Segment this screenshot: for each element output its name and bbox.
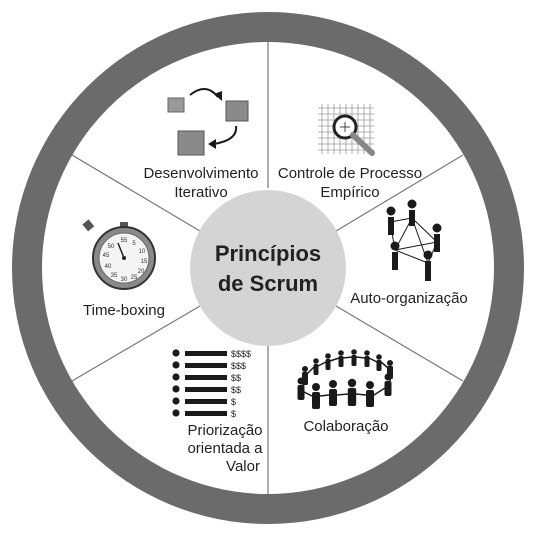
label-priorizacao-line3: Valor bbox=[226, 458, 260, 475]
label-colaboracao: Colaboração bbox=[303, 418, 388, 435]
segment-controle-de-processo: Controle de Processo Empírico bbox=[278, 104, 422, 201]
label-controle-line2: Empírico bbox=[320, 184, 379, 201]
dial-45: 45 bbox=[103, 253, 110, 259]
magnifier-grid-icon bbox=[318, 104, 375, 156]
dial-15: 15 bbox=[141, 259, 148, 265]
segment-desenvolvimento-iterativo: Desenvolvimento Iterativo bbox=[143, 88, 259, 201]
segment-priorizacao: $$$$ $$$ $$ $$ $ $ Priorização orientada… bbox=[172, 349, 263, 475]
center-circle bbox=[190, 190, 346, 346]
priority-value-4: $$ bbox=[231, 385, 241, 395]
center-title-line1: Princípios bbox=[215, 241, 321, 266]
label-priorizacao-line2: orientada a bbox=[187, 440, 263, 457]
label-priorizacao-line1: Priorização bbox=[187, 422, 262, 439]
label-desenvolvimento-line1: Desenvolvimento bbox=[143, 165, 258, 182]
segment-auto-organizacao: Auto-organização bbox=[350, 199, 468, 307]
iterative-cycle-icon bbox=[167, 88, 249, 156]
center-title-line2: de Scrum bbox=[218, 271, 318, 296]
dial-20: 20 bbox=[138, 269, 145, 275]
divider-upper-left bbox=[71, 154, 201, 232]
network-people-icon bbox=[386, 199, 442, 281]
priority-value-6: $ bbox=[231, 409, 236, 419]
people-circle-icon bbox=[297, 349, 393, 409]
divider-lower-left bbox=[71, 305, 201, 382]
dial-5: 5 bbox=[132, 241, 136, 247]
dial-25: 25 bbox=[131, 275, 138, 281]
stopwatch-hand bbox=[117, 242, 125, 259]
dial-50: 50 bbox=[108, 244, 115, 250]
stopwatch-icon: 55 5 50 10 45 15 40 20 35 25 30 bbox=[82, 219, 156, 290]
priority-value-1: $$$$ bbox=[231, 349, 251, 359]
dial-55: 55 bbox=[121, 238, 128, 244]
label-auto-organizacao: Auto-organização bbox=[350, 290, 468, 307]
label-desenvolvimento-line2: Iterativo bbox=[174, 184, 227, 201]
dial-35: 35 bbox=[111, 273, 118, 279]
dial-30: 30 bbox=[121, 277, 128, 283]
priority-list-icon: $$$$ $$$ $$ $$ $ $ bbox=[172, 349, 251, 419]
segment-time-boxing: 55 5 50 10 45 15 40 20 35 25 30 Time-box… bbox=[82, 219, 165, 319]
dial-40: 40 bbox=[105, 264, 112, 270]
segment-dividers bbox=[71, 42, 464, 494]
priority-value-2: $$$ bbox=[231, 361, 246, 371]
priority-value-3: $$ bbox=[231, 373, 241, 383]
segment-colaboracao: Colaboração bbox=[297, 349, 393, 435]
priority-value-5: $ bbox=[231, 397, 236, 407]
divider-lower-right bbox=[335, 305, 464, 382]
label-time-boxing: Time-boxing bbox=[83, 302, 165, 319]
divider-upper-right bbox=[335, 154, 464, 232]
label-controle-line1: Controle de Processo bbox=[278, 165, 422, 182]
dial-10: 10 bbox=[139, 249, 146, 255]
